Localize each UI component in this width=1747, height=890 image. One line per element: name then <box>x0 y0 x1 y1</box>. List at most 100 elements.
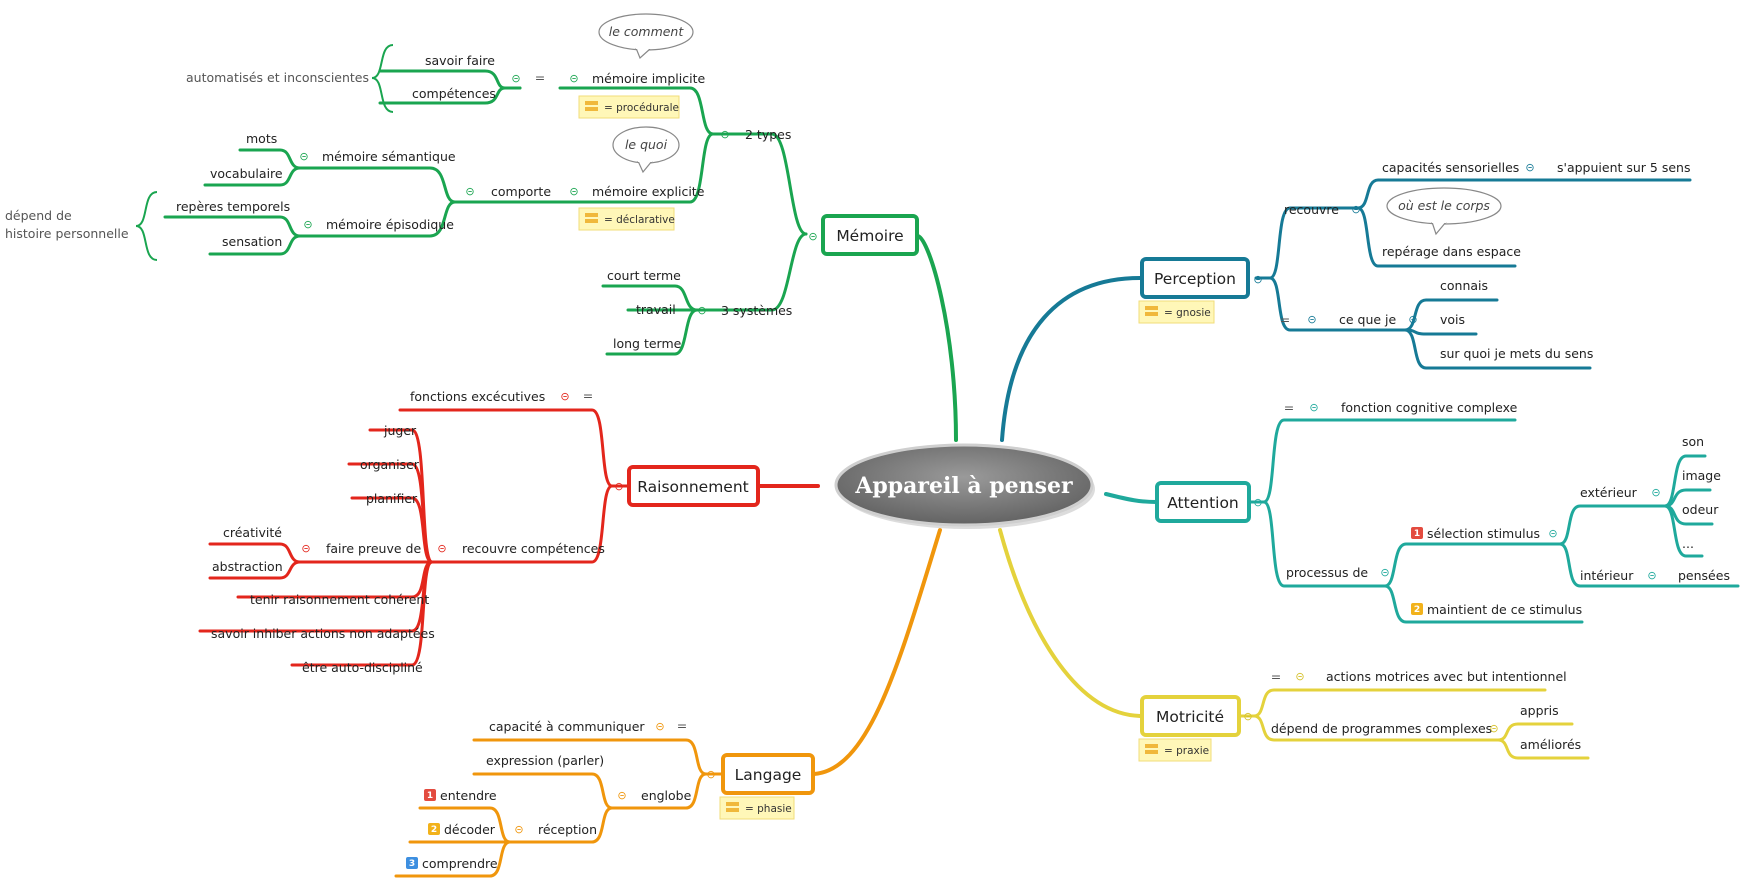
collapse-icon[interactable]: ⊝ <box>569 185 578 198</box>
node-juger[interactable]: juger <box>383 423 417 438</box>
node-englobe[interactable]: englobe <box>641 788 692 803</box>
topic-raisonnement[interactable] <box>627 465 760 507</box>
topic-attention[interactable] <box>1155 481 1251 523</box>
node-recouvre[interactable]: recouvre <box>1284 202 1339 217</box>
collapse-icon[interactable]: ⊝ <box>437 542 446 555</box>
node-abstraction[interactable]: abstraction <box>212 559 283 574</box>
node-maintient-stimulus[interactable]: 2 maintient de ce stimulus <box>1411 602 1582 617</box>
node-2-types[interactable]: 2 types <box>745 127 791 142</box>
node-planifier[interactable]: planifier <box>366 491 418 506</box>
node-recouvre-competences[interactable]: recouvre compétences <box>462 541 605 556</box>
collapse-icon[interactable]: ⊝ <box>1295 670 1304 683</box>
collapse-icon[interactable]: ⊝ <box>569 72 578 85</box>
node-expression-parler[interactable]: expression (parler) <box>486 753 604 768</box>
node-reperage-espace[interactable]: repérage dans espace <box>1382 244 1521 259</box>
collapse-icon[interactable]: ⊝ <box>614 480 623 493</box>
node-comporte[interactable]: comporte <box>491 184 551 199</box>
topic-memoire-label: Mémoire <box>836 227 903 245</box>
node-ameliores[interactable]: améliorés <box>1520 737 1581 752</box>
collapse-icon[interactable]: ⊝ <box>1548 527 1557 540</box>
topic-langage[interactable] <box>721 753 815 795</box>
collapse-icon[interactable]: ⊝ <box>1525 161 1534 174</box>
collapse-icon[interactable]: ⊝ <box>299 150 308 163</box>
node-comprendre[interactable]: 3 comprendre <box>406 856 498 871</box>
node-mots[interactable]: mots <box>246 131 277 146</box>
node-long-terme[interactable]: long terme <box>613 336 682 351</box>
collapse-icon[interactable]: ⊝ <box>720 128 729 141</box>
node-travail[interactable]: travail <box>636 302 676 317</box>
collapse-icon[interactable]: ⊝ <box>511 72 520 85</box>
node-competences[interactable]: compétences <box>412 86 496 101</box>
node-selection-stimulus[interactable]: 1 sélection stimulus <box>1411 526 1540 541</box>
node-processus-de[interactable]: processus de <box>1286 565 1368 580</box>
node-pensees[interactable]: pensées <box>1678 568 1730 583</box>
collapse-icon[interactable]: ⊝ <box>655 720 664 733</box>
node-capacites-sensorielles[interactable]: capacités sensorielles <box>1382 160 1519 175</box>
node-image[interactable]: image <box>1682 468 1721 483</box>
node-fonction-cognitive[interactable]: fonction cognitive complexe <box>1341 400 1518 415</box>
node-actions-motrices[interactable]: actions motrices avec but intentionnel <box>1326 669 1567 684</box>
node-ce-que-je[interactable]: ce que je <box>1339 312 1397 327</box>
collapse-icon[interactable]: ⊝ <box>560 390 569 403</box>
collapse-icon[interactable]: ⊝ <box>1408 313 1417 326</box>
node-court-terme[interactable]: court terme <box>607 268 681 283</box>
topic-motricite[interactable] <box>1140 695 1241 737</box>
node-memoire-semantique[interactable]: mémoire sémantique <box>322 149 456 164</box>
node-reception[interactable]: réception <box>538 822 597 837</box>
node-odeur[interactable]: odeur <box>1682 502 1719 517</box>
node-savoir-inhiber[interactable]: savoir inhiber actions non adaptées <box>211 626 435 641</box>
node-etc[interactable]: ... <box>1682 536 1694 551</box>
node-faire-preuve-de[interactable]: faire preuve de <box>326 541 421 556</box>
node-memoire-implicite[interactable]: mémoire implicite <box>592 71 705 86</box>
collapse-icon[interactable]: ⊝ <box>1309 401 1318 414</box>
collapse-icon[interactable]: ⊝ <box>1243 710 1252 723</box>
node-memoire-episodique[interactable]: mémoire épisodique <box>326 217 454 232</box>
collapse-icon[interactable]: ⊝ <box>303 218 312 231</box>
svg-text:décoder: décoder <box>444 822 496 837</box>
node-appuient-5-sens[interactable]: s'appuient sur 5 sens <box>1557 160 1690 175</box>
collapse-icon[interactable]: ⊝ <box>808 230 817 243</box>
collapse-icon[interactable]: ⊝ <box>1380 566 1389 579</box>
node-fonctions-executives[interactable]: fonctions excécutives <box>410 389 545 404</box>
collapse-icon[interactable]: ⊝ <box>697 304 706 317</box>
callout-ou-est-le-corps: où est le corps <box>1386 187 1502 236</box>
node-vois[interactable]: vois <box>1440 312 1465 327</box>
collapse-icon[interactable]: ⊝ <box>706 768 715 781</box>
node-vocabulaire[interactable]: vocabulaire <box>210 166 283 181</box>
node-depend-programmes[interactable]: dépend de programmes complexes <box>1271 721 1492 736</box>
node-creativite[interactable]: créativité <box>223 525 282 540</box>
central-topic[interactable]: Appareil à penser <box>834 443 1095 529</box>
topic-perception[interactable] <box>1140 257 1250 299</box>
collapse-icon[interactable]: ⊝ <box>1647 569 1656 582</box>
collapse-icon[interactable]: ⊝ <box>1489 722 1498 735</box>
collapse-icon[interactable]: ⊝ <box>301 542 310 555</box>
collapse-icon[interactable]: ⊝ <box>1351 203 1360 216</box>
collapse-icon[interactable]: ⊝ <box>1253 273 1262 286</box>
node-connais[interactable]: connais <box>1440 278 1488 293</box>
node-decoder[interactable]: 2 décoder <box>428 822 496 837</box>
node-son[interactable]: son <box>1682 434 1704 449</box>
node-etre-auto-discipline[interactable]: être auto-discipliné <box>302 660 423 675</box>
node-sensation[interactable]: sensation <box>222 234 282 249</box>
node-reperes-temporels[interactable]: repères temporels <box>176 199 290 214</box>
equals-label: = <box>1284 400 1294 415</box>
topic-memoire[interactable] <box>821 214 919 256</box>
node-appris[interactable]: appris <box>1520 703 1559 718</box>
collapse-icon[interactable]: ⊝ <box>1651 486 1660 499</box>
collapse-icon[interactable]: ⊝ <box>1307 313 1316 326</box>
node-memoire-explicite[interactable]: mémoire explicite <box>592 184 705 199</box>
equals-label: = <box>677 718 687 733</box>
node-capacite-communiquer[interactable]: capacité à communiquer <box>489 719 645 734</box>
node-interieur[interactable]: intérieur <box>1580 568 1634 583</box>
node-sur-quoi-sens[interactable]: sur quoi je mets du sens <box>1440 346 1593 361</box>
collapse-icon[interactable]: ⊝ <box>617 789 626 802</box>
node-tenir-raisonnement[interactable]: tenir raisonnement cohérent <box>250 592 429 607</box>
collapse-icon[interactable]: ⊝ <box>514 823 523 836</box>
node-exterieur[interactable]: extérieur <box>1580 485 1638 500</box>
node-savoir-faire[interactable]: savoir faire <box>425 53 495 68</box>
collapse-icon[interactable]: ⊝ <box>465 185 474 198</box>
collapse-icon[interactable]: ⊝ <box>1253 496 1262 509</box>
node-3-systemes[interactable]: 3 systèmes <box>721 303 792 318</box>
node-organiser[interactable]: organiser <box>360 457 420 472</box>
node-entendre[interactable]: 1 entendre <box>424 788 497 803</box>
